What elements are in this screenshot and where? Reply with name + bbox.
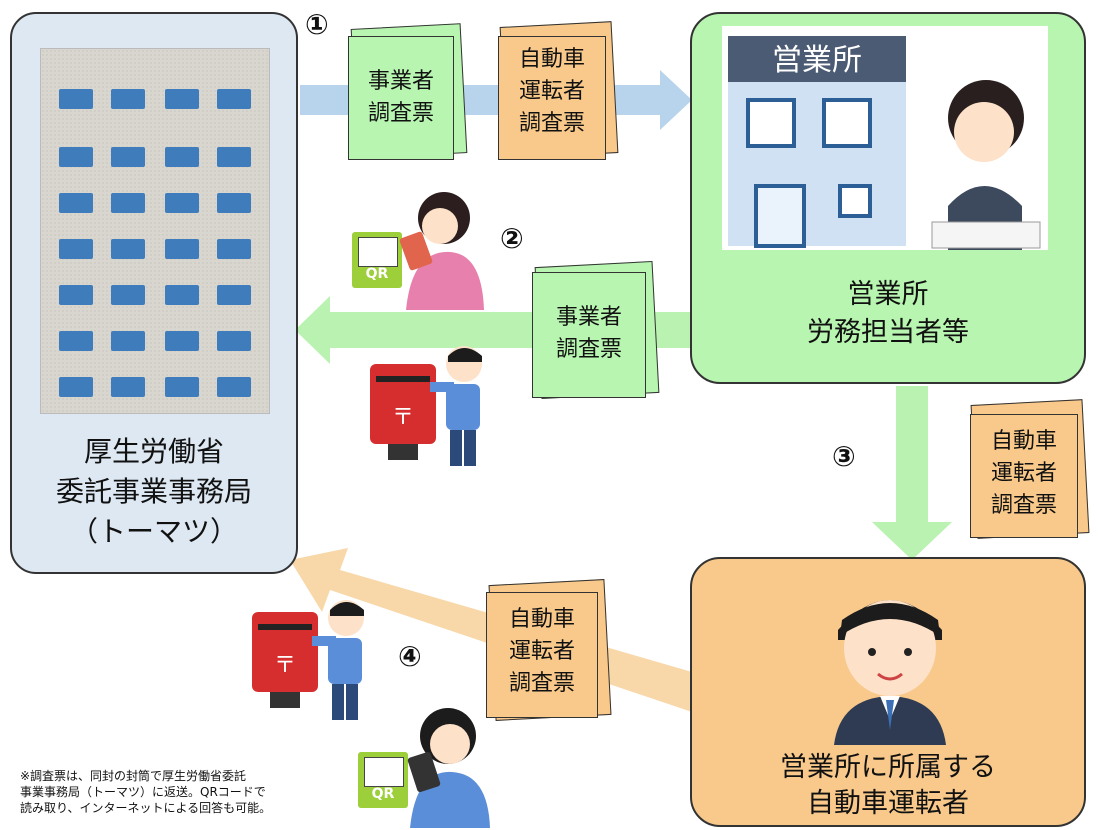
footnote: ※調査票は、同封の封筒で厚生労働省委託 事業事務局（トーマツ）に返送。QRコード… <box>20 769 272 815</box>
man-mailing-illustration <box>430 346 482 466</box>
step-4-marker: ④ <box>398 640 422 673</box>
man-mailing-illustration <box>312 600 364 720</box>
qr-code-icon: QR <box>352 232 402 288</box>
step-3-marker: ③ <box>832 440 856 473</box>
driver-survey-card-step4 <box>486 592 598 718</box>
bureau-label: 厚生労働省 委託事業事務局 （トーマツ） <box>55 435 252 548</box>
office-building-illustration <box>40 48 270 414</box>
woman-with-phone-illustration <box>399 192 484 310</box>
qr-text: QR <box>371 786 395 802</box>
business-survey-text-step2: 事業者 調査票 <box>555 305 622 362</box>
driver-survey-card-step1 <box>498 36 606 160</box>
office-illustration: 営業所 <box>722 26 1048 250</box>
driver-label: 営業所に所属する 自動車運転者 <box>780 752 996 819</box>
driver-survey-card-step3 <box>970 414 1078 538</box>
driver-survey-text-step4: 自動車 運転者 調査票 <box>508 607 575 696</box>
arrow-step3 <box>872 386 952 560</box>
qr-text: QR <box>365 266 389 282</box>
mailbox-illustration: 〒 <box>252 612 318 708</box>
driver-survey-text-step1: 自動車 運転者 調査票 <box>518 47 585 136</box>
step-1-marker: ① <box>305 8 329 41</box>
qr-code-icon: QR <box>358 752 408 808</box>
office-sign-text: 営業所 <box>772 43 862 78</box>
man-with-phone-illustration <box>407 708 490 828</box>
business-survey-card-step2 <box>532 272 646 398</box>
driver-illustration <box>834 600 946 745</box>
svg-text:〒: 〒 <box>274 653 296 678</box>
driver-survey-text-step3: 自動車 運転者 調査票 <box>990 429 1057 518</box>
office-label: 営業所 労務担当者等 <box>807 279 969 348</box>
step-2-marker: ② <box>500 222 524 255</box>
svg-text:〒: 〒 <box>392 405 414 430</box>
mailbox-illustration: 〒 <box>370 364 436 460</box>
business-survey-card-step1 <box>348 36 454 160</box>
business-survey-text-step1: 事業者 調査票 <box>367 69 434 126</box>
